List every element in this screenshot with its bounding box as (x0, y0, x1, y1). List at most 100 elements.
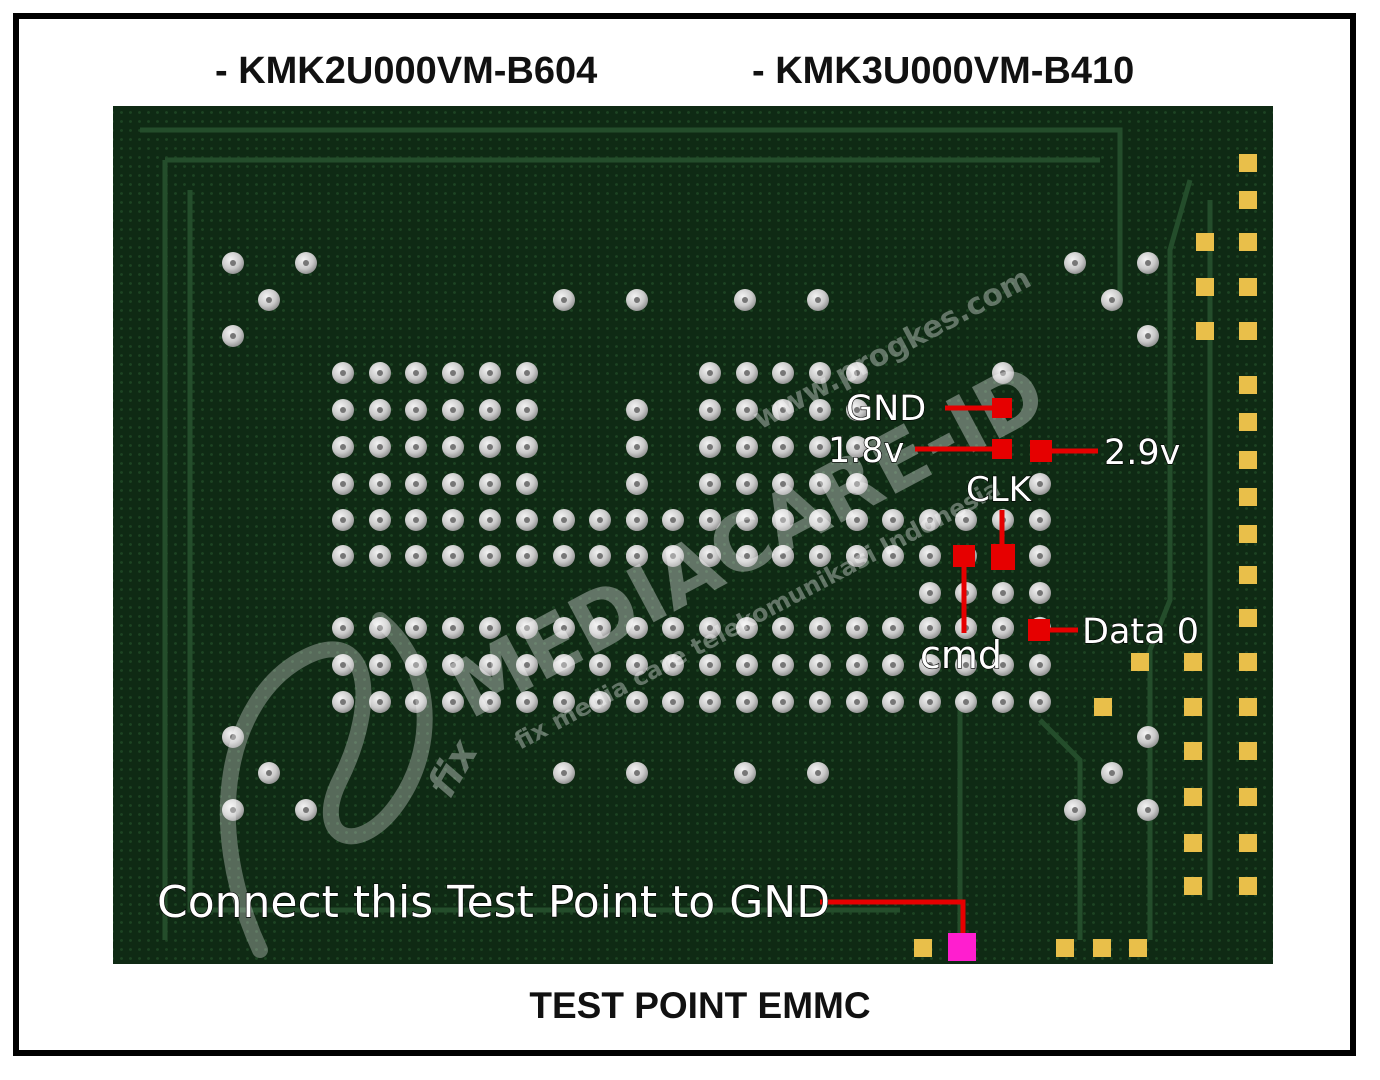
solder-ball-center (890, 625, 896, 631)
bga-ball-array (222, 252, 1159, 821)
solder-ball-center (854, 517, 860, 523)
solder-ball-center (413, 625, 419, 631)
solder-ball-center (817, 481, 823, 487)
solder-ball-center (854, 407, 860, 413)
solder-ball-center (561, 517, 567, 523)
solder-ball-center (817, 517, 823, 523)
solder-ball-center (524, 407, 530, 413)
solder-ball-center (817, 625, 823, 631)
solder-ball-center (561, 553, 567, 559)
gold-pad (1184, 698, 1202, 716)
solder-ball-center (377, 481, 383, 487)
solder-ball-center (707, 444, 713, 450)
solder-ball-center (524, 662, 530, 668)
data0-marker (1028, 619, 1050, 641)
label-data-0: Data 0 (1082, 612, 1199, 652)
solder-ball-center (927, 517, 933, 523)
solder-ball-center (1037, 517, 1043, 523)
solder-ball-center (561, 297, 567, 303)
solder-ball-center (927, 553, 933, 559)
solder-ball-center (524, 370, 530, 376)
solder-ball-center (634, 444, 640, 450)
solder-ball-center (927, 662, 933, 668)
solder-ball-center (340, 444, 346, 450)
solder-ball-center (524, 481, 530, 487)
solder-ball-center (377, 517, 383, 523)
solder-ball-center (927, 699, 933, 705)
solder-ball-center (744, 553, 750, 559)
gold-pad (1184, 788, 1202, 806)
solder-ball-center (670, 662, 676, 668)
connect-leader (820, 899, 966, 935)
solder-ball-center (1072, 807, 1078, 813)
solder-ball-center (450, 370, 456, 376)
solder-ball-center (927, 590, 933, 596)
solder-ball-center (634, 662, 640, 668)
solder-ball-center (634, 625, 640, 631)
solder-ball-center (670, 517, 676, 523)
solder-ball-center (744, 517, 750, 523)
solder-ball-center (707, 481, 713, 487)
solder-ball-center (1145, 807, 1151, 813)
solder-ball-center (413, 662, 419, 668)
solder-ball-center (487, 699, 493, 705)
gold-pad (1196, 278, 1214, 296)
solder-ball-center (634, 770, 640, 776)
solder-ball-center (1037, 553, 1043, 559)
v29-marker (1030, 440, 1052, 462)
solder-ball-center (487, 517, 493, 523)
gold-pad (1239, 233, 1257, 251)
solder-ball-center (340, 517, 346, 523)
gnd-marker (992, 398, 1012, 418)
solder-ball-center (1000, 699, 1006, 705)
solder-ball-center (450, 625, 456, 631)
solder-ball-center (670, 625, 676, 631)
gold-pad (1239, 742, 1257, 760)
solder-ball-center (780, 481, 786, 487)
gold-pad (1239, 278, 1257, 296)
gold-pad (914, 939, 932, 957)
solder-ball-center (487, 662, 493, 668)
test-point-markers (820, 398, 1098, 935)
ground-test-point (948, 933, 976, 961)
solder-ball-center (854, 370, 860, 376)
label-cmd: cmd (920, 633, 1002, 677)
solder-ball-center (377, 553, 383, 559)
solder-ball-center (597, 699, 603, 705)
solder-ball-center (817, 444, 823, 450)
solder-ball-center (634, 481, 640, 487)
solder-ball-center (597, 553, 603, 559)
solder-ball-center (524, 553, 530, 559)
solder-ball-center (963, 699, 969, 705)
watermark-logo (219, 612, 433, 958)
solder-ball-center (377, 625, 383, 631)
solder-ball-center (780, 625, 786, 631)
gold-pad (1184, 834, 1202, 852)
solder-ball-center (927, 625, 933, 631)
solder-ball-center (780, 407, 786, 413)
solder-ball-center (634, 517, 640, 523)
solder-ball-center (817, 553, 823, 559)
solder-ball-center (377, 407, 383, 413)
solder-ball-center (266, 770, 272, 776)
solder-ball-center (890, 553, 896, 559)
part-number-left: - KMK2U000VM-B604 (215, 50, 598, 92)
solder-ball-center (780, 517, 786, 523)
gold-pad (1184, 742, 1202, 760)
solder-ball-center (707, 699, 713, 705)
solder-ball-center (1109, 770, 1115, 776)
solder-ball-center (413, 444, 419, 450)
gold-pad (1129, 939, 1147, 957)
solder-ball-center (890, 517, 896, 523)
solder-ball-center (780, 444, 786, 450)
solder-ball-center (1145, 333, 1151, 339)
solder-ball-center (487, 553, 493, 559)
solder-ball-center (744, 407, 750, 413)
gold-pad (1239, 609, 1257, 627)
gold-pad (1239, 191, 1257, 209)
solder-ball-center (340, 481, 346, 487)
solder-ball-center (340, 407, 346, 413)
solder-ball-center (450, 553, 456, 559)
solder-ball-center (1000, 625, 1006, 631)
